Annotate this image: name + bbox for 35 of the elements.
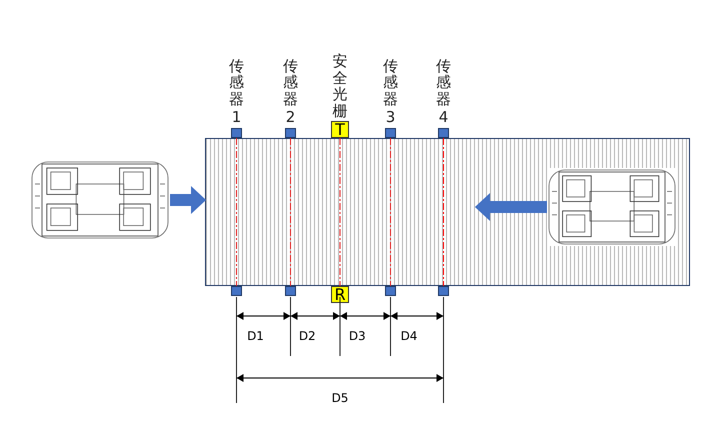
dimension-label: D5 xyxy=(332,391,348,405)
vehicle-drawing xyxy=(547,168,677,246)
beam-line xyxy=(290,138,291,286)
sensor-marker xyxy=(231,286,242,296)
beam-line xyxy=(390,138,391,286)
sensor-label: 1 xyxy=(232,108,242,126)
sensor-marker xyxy=(285,286,296,296)
dimension-label: D3 xyxy=(348,329,366,343)
sensor-label: 传感器 xyxy=(436,58,451,107)
beam-line xyxy=(443,138,444,286)
sensor-marker xyxy=(438,286,449,296)
sensor-marker xyxy=(385,128,396,138)
sensor-label: 传感器 xyxy=(283,58,298,107)
dimension-label: D4 xyxy=(400,329,418,343)
dimension-label: D1 xyxy=(247,329,264,343)
sensor-label: 传感器 xyxy=(383,58,398,107)
emitter-label: T xyxy=(335,122,345,138)
dimension-label: D2 xyxy=(298,329,316,343)
vehicle-drawing xyxy=(30,160,170,240)
sensor-marker xyxy=(385,286,396,296)
emitter-box xyxy=(331,121,349,138)
light-curtain-label: 安全光栅 xyxy=(332,53,348,119)
sensor-label: 3 xyxy=(386,108,396,126)
conveyor-belt xyxy=(205,138,690,286)
sensor-marker xyxy=(285,128,296,138)
block-arrow xyxy=(170,186,206,214)
beam-line xyxy=(236,138,237,286)
block-arrow xyxy=(474,193,547,221)
sensor-label: 2 xyxy=(286,108,296,126)
emitter-box xyxy=(331,286,349,303)
sensor-marker xyxy=(231,128,242,138)
sensor-label: 传感器 xyxy=(229,58,244,107)
emitter-label: R xyxy=(334,286,346,302)
sensor-label: 4 xyxy=(438,108,448,126)
sensor-marker xyxy=(438,128,449,138)
